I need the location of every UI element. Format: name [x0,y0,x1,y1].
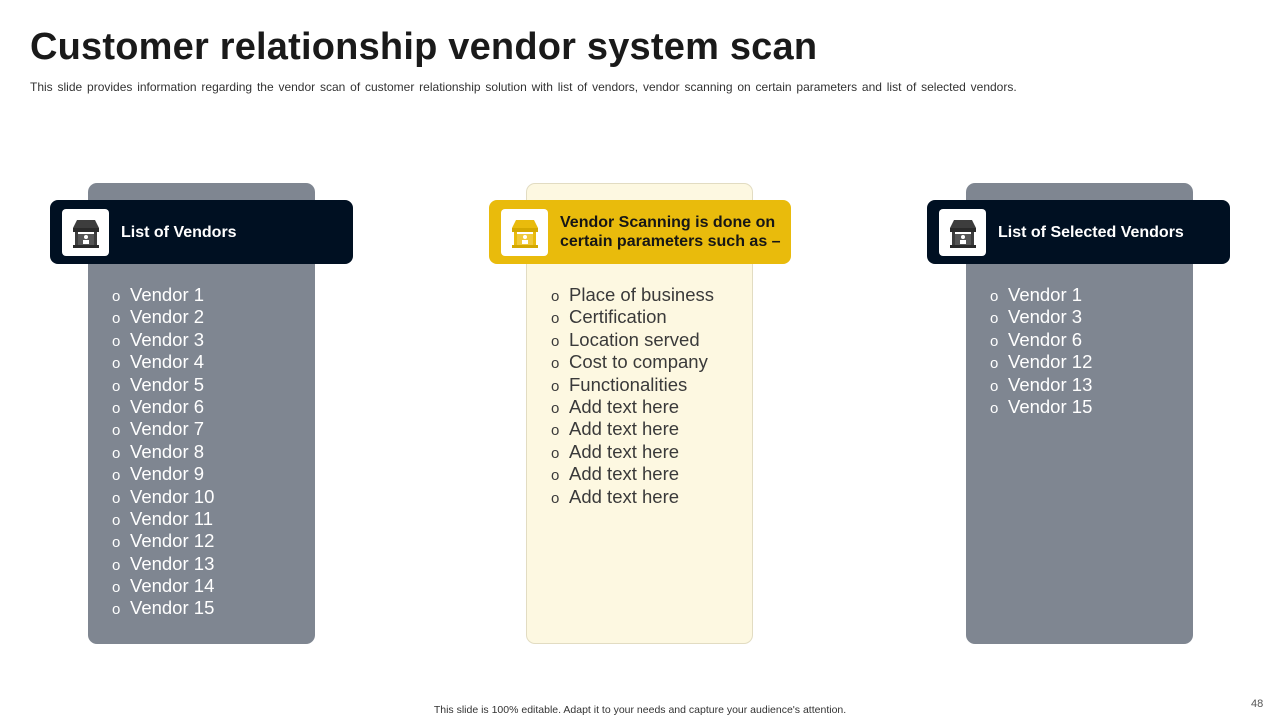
bullet: o [112,355,121,373]
bullet: o [112,310,121,328]
bullet: o [551,377,560,395]
scanning-header: Vendor Scanning is done on certain param… [489,200,791,264]
vendor-stall-icon [62,209,109,256]
bullet: o [112,399,121,417]
bullet: o [112,511,121,529]
bullet: o [990,399,999,417]
page-subtitle: This slide provides information regardin… [30,80,1017,94]
bullet: o [112,601,121,619]
bullet: o [990,332,999,350]
selected-vendors-header: List of Selected Vendors [927,200,1230,264]
bullet: o [112,467,121,485]
bullet: o [112,422,121,440]
bullet: o [551,310,560,328]
bullet: o [112,579,121,597]
bullet: o [990,355,999,373]
bullet: o [112,288,121,305]
bullet: o [551,288,560,305]
bullet: o [112,377,121,395]
bullet: o [990,377,999,395]
bullet: o [112,332,121,350]
bullet: o [551,332,560,350]
bullet: o [551,467,560,485]
bullet: o [112,534,121,552]
vendor-stall-icon [501,209,548,256]
bullet: o [112,444,121,462]
bullet: o [551,399,560,417]
bullet: o [112,556,121,574]
page-title: Customer relationship vendor system scan [30,26,818,68]
bullet: o [990,310,999,328]
vendor-stall-icon [939,209,986,256]
scanning-header-label: Vendor Scanning is done on certain param… [560,214,781,250]
bullet: o [112,489,121,507]
bullet: o [551,489,560,507]
bullet: o [990,288,999,305]
bullet: o [551,355,560,373]
vendors-header: List of Vendors [50,200,353,264]
footer-note: This slide is 100% editable. Adapt it to… [433,704,847,716]
selected-vendors-header-label: List of Selected Vendors [998,223,1184,241]
bullet: o [551,444,560,462]
bullet: o [551,422,560,440]
vendors-header-label: List of Vendors [121,223,237,241]
page-number: 48 [1251,698,1264,710]
